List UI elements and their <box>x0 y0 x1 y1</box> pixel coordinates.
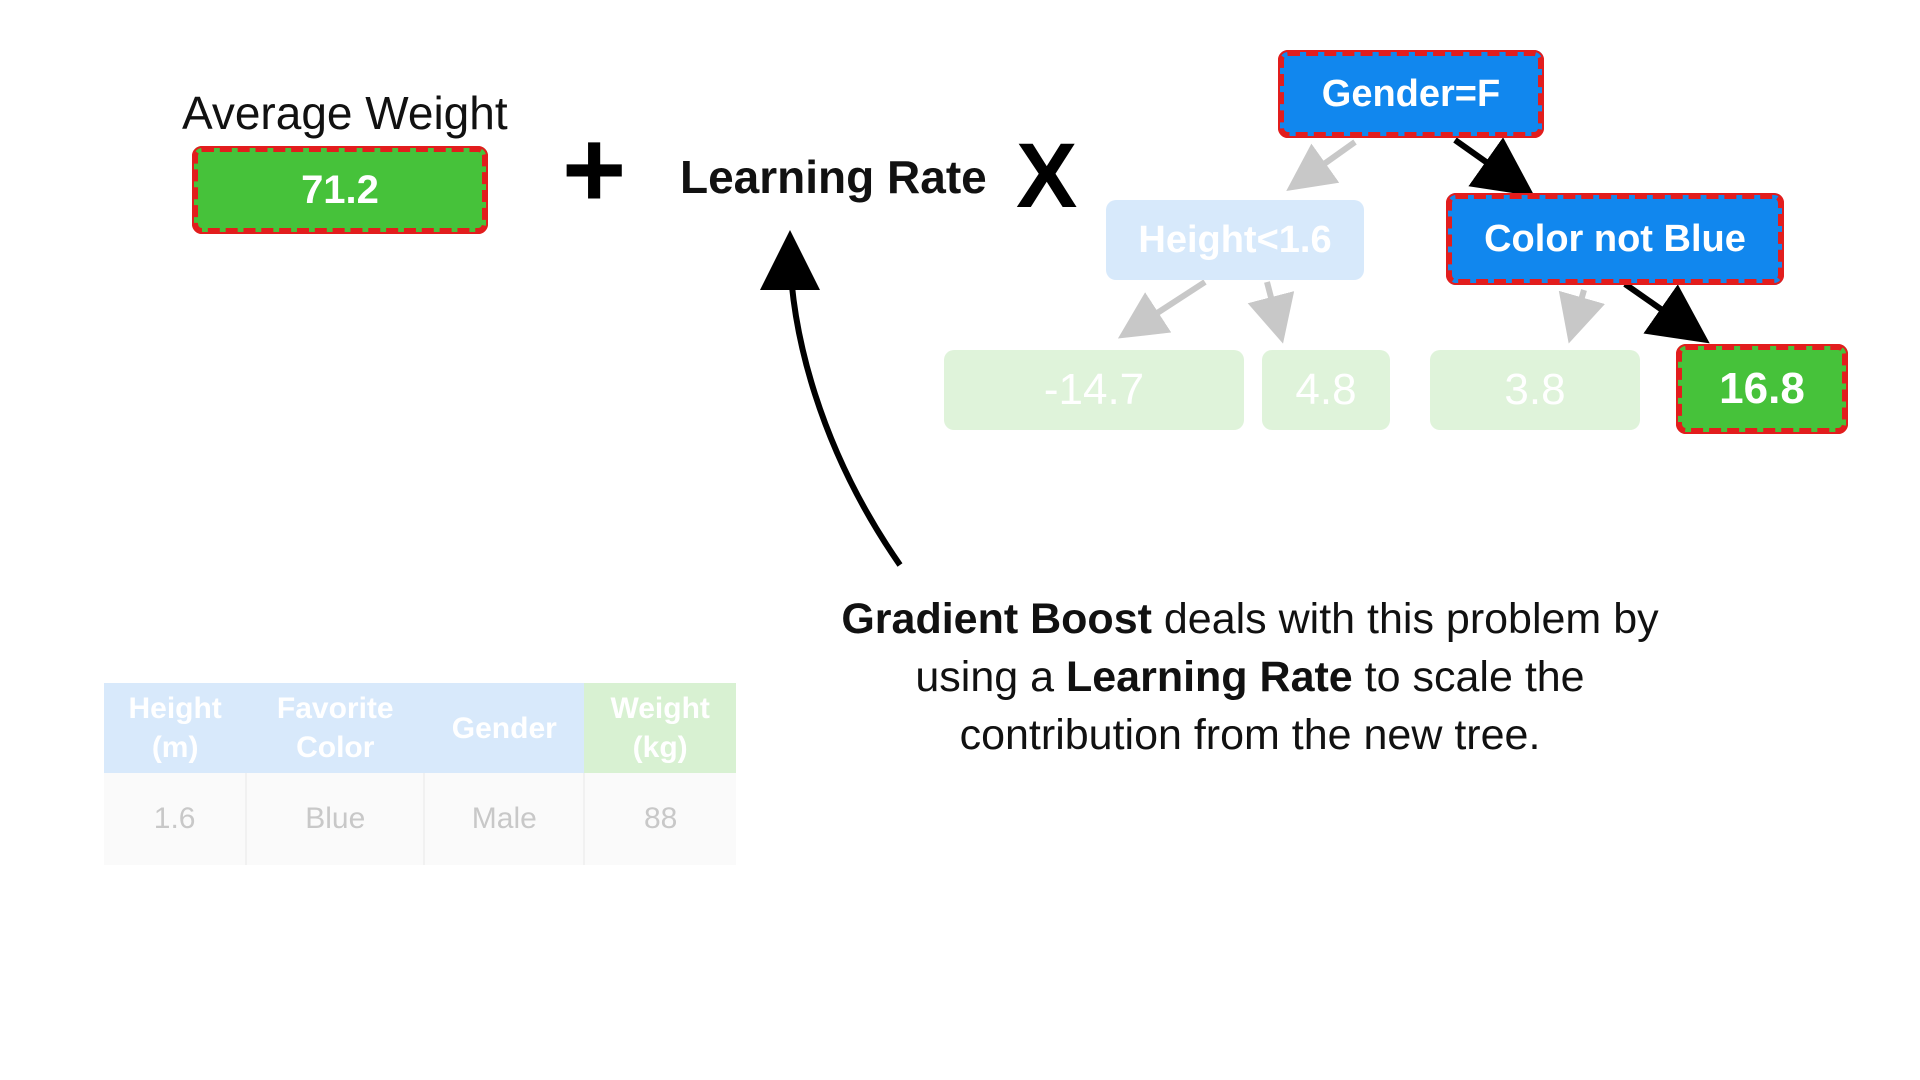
tree-right-node: Color not Blue <box>1446 193 1784 285</box>
table-header-height-line2: (m) <box>151 731 199 764</box>
tree-edge-left-leaf1 <box>1117 279 1207 339</box>
table-cell-gender: Male <box>424 773 586 865</box>
tree-leaf-3: 3.8 <box>1430 350 1640 430</box>
table-header-favorite-color: Favorite Color <box>246 683 425 773</box>
table-header-gender-line1: Gender <box>451 711 557 745</box>
tree-leaf-4: 16.8 <box>1676 344 1848 434</box>
table-header-color-line1: Favorite <box>276 692 394 725</box>
table-header-gender: Gender <box>424 683 585 773</box>
tree-root-node: Gender=F <box>1278 50 1544 138</box>
table-cell-height: 1.6 <box>104 773 248 865</box>
table-header-weight-line2: (kg) <box>632 731 688 764</box>
tree-edge-right-leaf4 <box>1623 281 1710 344</box>
data-table: Height (m) Favorite Color Gender Weight … <box>104 683 736 865</box>
tree-left-label: Height<1.6 <box>1138 218 1332 261</box>
tree-right-label: Color not Blue <box>1484 217 1746 260</box>
tree-leaf-1-value: -14.7 <box>1043 365 1145 414</box>
caption-text-2: to scale the contribution from the new t… <box>959 653 1585 759</box>
tree-edge-right-leaf3 <box>1558 289 1605 344</box>
table-header-weight: Weight (kg) <box>584 683 736 773</box>
caption-bold-gradient-boost: Gradient Boost <box>841 595 1152 643</box>
caption-bold-learning-rate: Learning Rate <box>1066 653 1353 701</box>
average-weight-label: Average Weight <box>182 87 508 139</box>
caption: Gradient Boost deals with this problem b… <box>800 590 1700 764</box>
table-header-row: Height (m) Favorite Color Gender Weight … <box>104 683 736 773</box>
tree-edge-root-left <box>1286 139 1357 191</box>
table-cell-weight: 88 <box>584 773 736 865</box>
tree-leaf-2: 4.8 <box>1262 350 1390 430</box>
times-sign: X <box>1016 125 1078 227</box>
tree-root-label: Gender=F <box>1321 72 1501 115</box>
table-header-weight-line1: Weight <box>610 692 710 725</box>
tree-edge-left-leaf2 <box>1247 281 1295 344</box>
table-header-height-line1: Height <box>128 692 222 725</box>
tree-edge-root-right <box>1453 137 1535 197</box>
caption-text-1: deals with this problem by using a <box>915 595 1659 701</box>
learning-rate-label: Learning Rate <box>680 151 987 203</box>
plus-sign: + <box>562 108 627 231</box>
tree-left-node: Height<1.6 <box>1106 200 1364 280</box>
curved-pointer-arrow <box>760 230 903 567</box>
average-weight-value: 71.2 <box>301 167 379 212</box>
average-weight-value-box: 71.2 <box>192 146 488 234</box>
tree-leaf-4-value: 16.8 <box>1719 364 1805 413</box>
tree-leaf-3-value: 3.8 <box>1504 365 1566 414</box>
tree-leaf-1: -14.7 <box>944 350 1244 430</box>
table-row: 1.6 Blue Male 88 <box>104 773 736 865</box>
tree-leaf-2-value: 4.8 <box>1295 365 1357 414</box>
table-header-color-line2: Color <box>296 731 375 764</box>
table-header-height: Height (m) <box>104 683 247 773</box>
table-cell-color: Blue <box>246 773 426 865</box>
